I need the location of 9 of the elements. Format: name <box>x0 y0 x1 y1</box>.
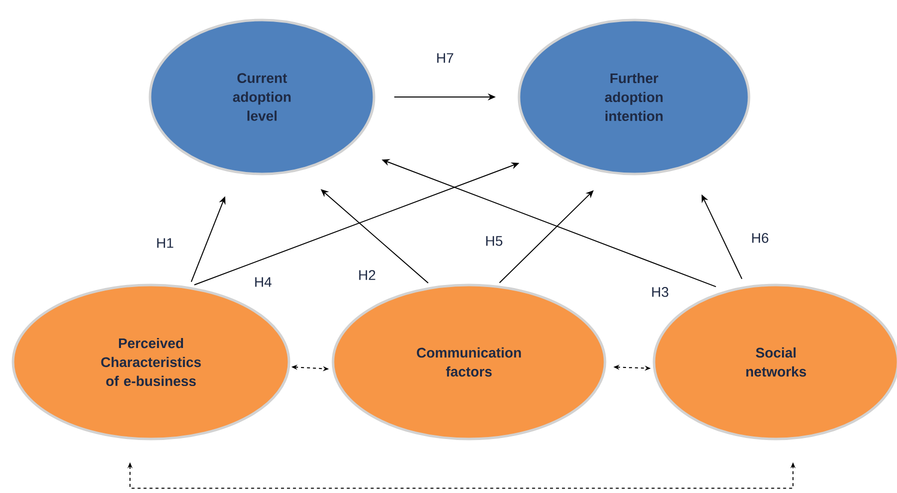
oval-node: Further adoption intention <box>518 18 750 176</box>
oval-node: Communication factors <box>332 284 606 440</box>
edge-label: H6 <box>750 232 770 244</box>
oval-node: Current adoption level <box>148 18 376 176</box>
edge-label: H1 <box>155 237 175 249</box>
edge-label: H3 <box>650 286 670 298</box>
edge-label: H7 <box>435 52 455 64</box>
edge-label: H5 <box>484 235 504 247</box>
edge-label: H2 <box>357 269 377 281</box>
